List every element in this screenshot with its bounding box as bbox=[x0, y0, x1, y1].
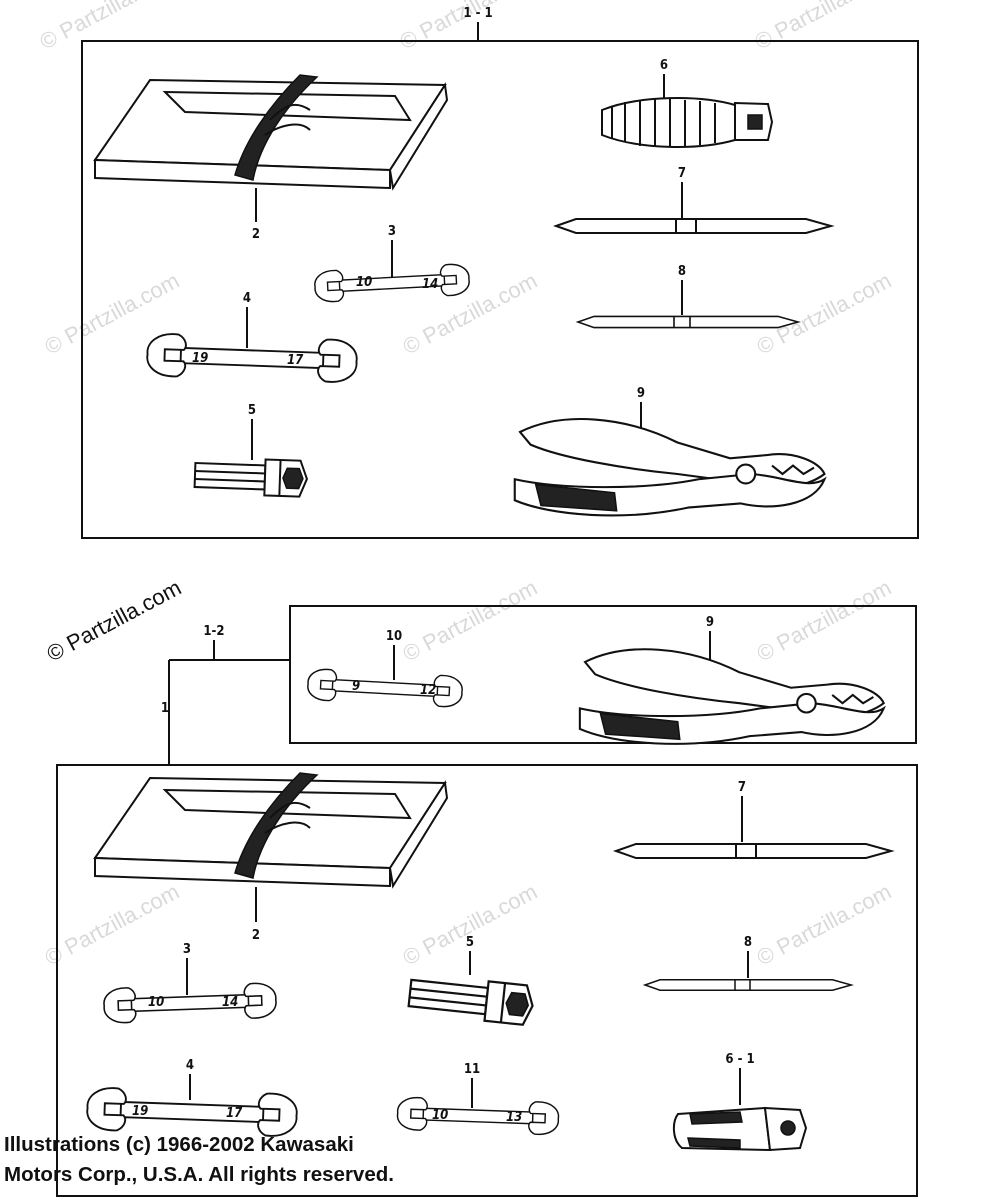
label-part-7: 7 bbox=[678, 166, 686, 181]
wrench-11-marking-right: 13 bbox=[506, 1110, 522, 1125]
tool-pouch-kit bbox=[94, 772, 448, 887]
label-part-9-optional: 9 bbox=[706, 615, 714, 630]
watermark: © Partzilla.com bbox=[36, 0, 179, 54]
wrench-4-marking-right: 17 bbox=[287, 353, 304, 368]
copyright-notice: Illustrations (c) 1966-2002 Kawasaki Mot… bbox=[4, 1130, 564, 1190]
wrench-3-marking-left: 10 bbox=[356, 275, 372, 290]
label-part-4: 4 bbox=[243, 291, 251, 306]
label-part-6-1: 6 - 1 bbox=[725, 1052, 754, 1067]
label-part-4-kit: 4 bbox=[186, 1058, 194, 1073]
label-1: 1 bbox=[161, 701, 169, 716]
tool-pouch bbox=[94, 74, 448, 189]
label-part-5: 5 bbox=[248, 403, 256, 418]
screwdriver-grip bbox=[672, 1106, 808, 1152]
label-part-2-kit: 2 bbox=[252, 928, 260, 943]
label-part-2: 2 bbox=[252, 227, 260, 242]
label-1-2: 1-2 bbox=[203, 624, 224, 639]
assembly-box-1 bbox=[56, 764, 918, 1197]
label-part-3: 3 bbox=[388, 224, 396, 239]
watermark: © Partzilla.com bbox=[753, 268, 896, 360]
screwdriver-phillips-blade bbox=[577, 315, 799, 329]
wrench-9-12 bbox=[306, 667, 464, 709]
spark-plug-wrench bbox=[193, 456, 309, 498]
wrench-3-kit-marking-right: 14 bbox=[222, 995, 238, 1010]
screwdriver-handle bbox=[601, 97, 774, 148]
label-part-8-kit: 8 bbox=[744, 935, 752, 950]
watermark: © Partzilla.com bbox=[753, 575, 896, 667]
label-part-9: 9 bbox=[637, 386, 645, 401]
watermark: © Partzilla.com bbox=[399, 575, 542, 667]
label-part-8: 8 bbox=[678, 264, 686, 279]
wrench-3-kit-marking-left: 10 bbox=[148, 995, 164, 1010]
label-part-7-kit: 7 bbox=[738, 780, 746, 795]
pliers bbox=[513, 417, 826, 517]
label-part-10: 10 bbox=[386, 629, 402, 644]
screwdriver-flat-blade-kit bbox=[615, 843, 892, 859]
copyright-line-1: Illustrations (c) 1966-2002 Kawasaki bbox=[4, 1133, 354, 1156]
wrench-4-kit-marking-left: 19 bbox=[132, 1104, 148, 1119]
screwdriver-flat-blade bbox=[555, 218, 832, 234]
pliers-optional bbox=[578, 648, 885, 745]
wrench-19-17 bbox=[145, 332, 359, 384]
watermark-main: © Partzilla.com bbox=[43, 575, 186, 667]
label-part-6: 6 bbox=[660, 58, 668, 73]
screwdriver-phillips-blade-kit bbox=[644, 979, 852, 991]
wrench-10-marking-right: 12 bbox=[420, 683, 436, 698]
assembly-box-1-2 bbox=[289, 605, 917, 744]
label-part-11: 11 bbox=[464, 1062, 480, 1077]
label-1-1: 1 - 1 bbox=[463, 6, 492, 21]
wrench-10-14-kit bbox=[102, 981, 278, 1025]
copyright-line-2: Motors Corp., U.S.A. All rights reserved… bbox=[4, 1163, 394, 1186]
label-part-3-kit: 3 bbox=[183, 942, 191, 957]
wrench-10-marking-left: 9 bbox=[352, 679, 360, 694]
watermark: © Partzilla.com bbox=[41, 879, 184, 971]
wrench-4-kit-marking-right: 17 bbox=[226, 1106, 243, 1121]
wrench-4-marking-left: 19 bbox=[192, 351, 208, 366]
assembly-box-1-1 bbox=[81, 40, 919, 539]
spark-plug-wrench-kit bbox=[406, 972, 536, 1027]
wrench-11-marking-left: 10 bbox=[432, 1108, 448, 1123]
watermark: © Partzilla.com bbox=[751, 0, 894, 54]
watermark: © Partzilla.com bbox=[753, 879, 896, 971]
wrench-3-marking-right: 14 bbox=[422, 277, 438, 292]
label-part-5-kit: 5 bbox=[466, 935, 474, 950]
